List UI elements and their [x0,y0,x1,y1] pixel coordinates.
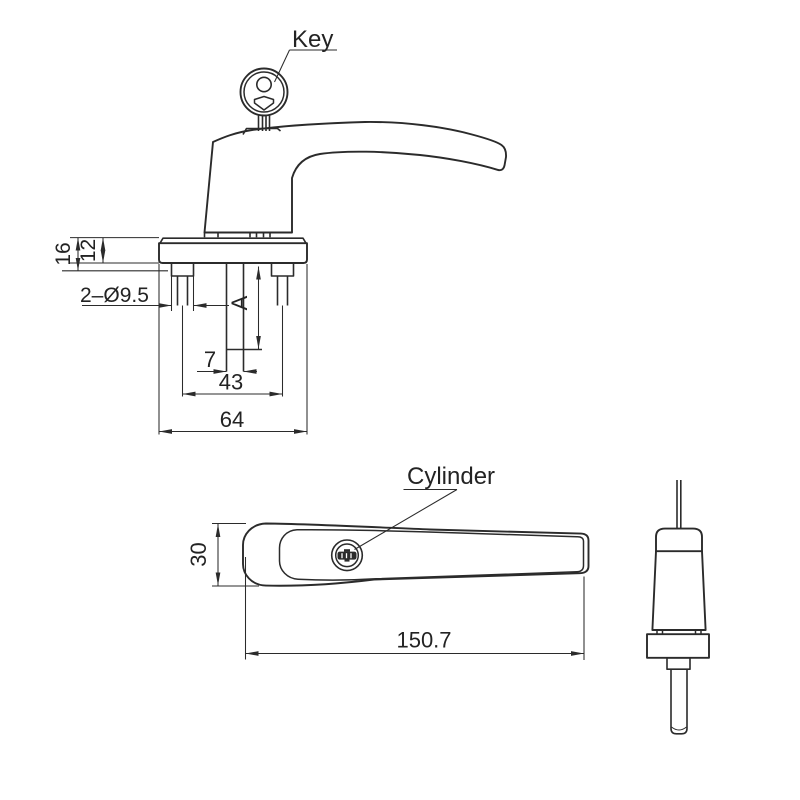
handle-feet [203,232,271,238]
dim-spindle-length-value: A [227,295,252,310]
grip-body [651,550,707,631]
cylinder-outer-ring [330,539,364,572]
base-plate-side [158,237,308,264]
dim-mount-holes-value: 2–Ø9.5 [80,284,149,307]
spindle-boss [666,656,691,670]
keyway-nub-bottom [344,559,350,562]
handle-lever-profile [203,121,507,234]
right-post-collar [270,263,295,277]
dim-spindle-width-value: 7 [204,347,216,372]
handle-plan-inner-contour [278,528,585,581]
dim-mount-holes: 2–Ø9.5 [80,284,229,308]
side-view-extension-lines [62,237,308,435]
dim-plate-thickness: 12 [77,237,106,263]
spindle-tip-curve [671,726,687,731]
handle-side-outline [203,121,507,238]
key-head-inner-ring [243,71,285,113]
key-head-emblem [253,95,275,111]
key-callout: Key [274,26,337,83]
cylinder-label: Cylinder [407,463,495,490]
plan-view: 30 Cylinder 150.7 [186,463,590,660]
keyway-nub-top [344,549,350,552]
dim-hole-spacing-value: 43 [219,370,243,395]
base-plate-end [646,633,710,659]
lever-edge-on [676,480,682,528]
spindle-end [670,669,688,735]
handle-plan-outline [242,522,590,587]
key-head-hole [255,76,272,93]
dim-handle-width-value: 30 [186,542,211,566]
key-icon [239,67,289,131]
key-head-outer-ring [239,67,289,117]
key-boss [242,127,282,135]
dim-spindle-length: A [227,266,261,349]
cylinder-callout: Cylinder [354,463,495,550]
dim-handle-length-value: 150.7 [396,628,451,653]
dim-plate-thickness-value: 12 [77,239,100,262]
end-view [646,480,710,735]
plate-body [158,242,308,264]
left-post-collar [170,263,195,277]
grip-cap [655,527,703,553]
plate-top-lip [159,237,307,244]
dim-spindle-width: 7 [197,347,257,374]
cylinder-icon [330,539,364,572]
side-view: 16 12 2–Ø9.5 A 7 43 64 Key [52,26,507,435]
dim-handle-length: 150.7 [244,557,585,660]
dim-stack-height-value: 16 [52,242,75,265]
fixing-posts [170,263,295,372]
dim-stack-height: 16 [52,237,81,271]
dim-handle-width: 30 [186,522,259,587]
dim-hole-spacing: 43 [182,370,283,397]
key-label: Key [292,26,333,53]
spindle-side [225,263,262,372]
dim-base-width: 64 [159,407,307,434]
cylinder-inner-ring [334,543,360,568]
dim-base-width-value: 64 [220,407,244,432]
